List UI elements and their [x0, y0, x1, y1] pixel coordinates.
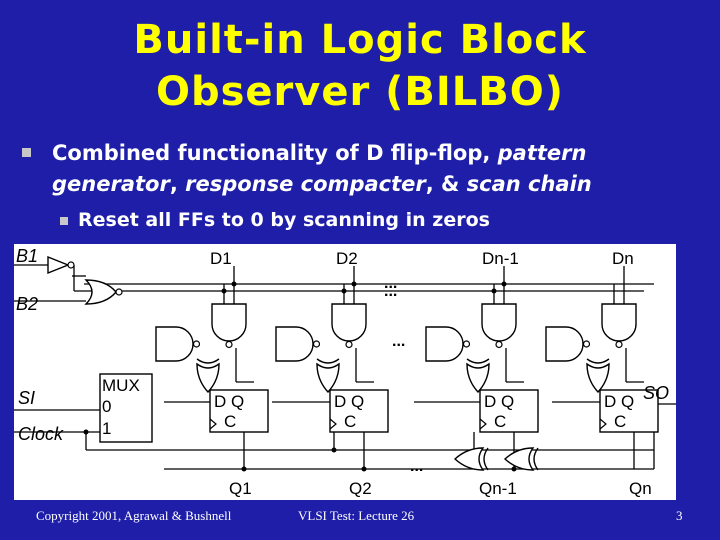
- feedback-xor-2-icon: [504, 447, 539, 471]
- label-qn: Qn: [629, 479, 652, 498]
- label-d2: D2: [336, 249, 358, 268]
- ff-c-1: C: [224, 412, 236, 431]
- label-dn: Dn: [612, 249, 634, 268]
- label-b1: B1: [16, 246, 38, 266]
- label-clock: Clock: [18, 424, 64, 444]
- stage-n: Dn D Q C Qn: [545, 249, 659, 498]
- bullet-text-c: , &: [425, 172, 467, 196]
- bullet-text-a: Combined functionality of D flip-flop,: [52, 141, 498, 165]
- ff-dq-n: D Q: [604, 392, 634, 411]
- mux-input-0: 0: [102, 397, 111, 416]
- ff-c-n: C: [614, 412, 626, 431]
- label-dn-1: Dn-1: [482, 249, 519, 268]
- ff-dq-2: D Q: [334, 392, 364, 411]
- feedback-xor-1-icon: [454, 447, 489, 471]
- footer-copyright: Copyright 2001, Agrawal & Bushnell: [36, 508, 232, 523]
- sub-bullet-text: Reset all FFs to 0 by scanning in zeros: [78, 209, 490, 231]
- sub-bullet-square-icon: [60, 216, 68, 225]
- mux-box: [99, 373, 153, 443]
- ff-dq-1: D Q: [214, 392, 244, 411]
- title-line-1: Built-in Logic Block: [133, 17, 587, 63]
- stage-1: D1 D Q C Q1: [155, 249, 269, 498]
- stage-n-1: Dn-1 D Q C Qn-1: [414, 249, 539, 498]
- ellipsis-4: ...: [410, 458, 423, 475]
- label-si: SI: [18, 388, 35, 408]
- footer-course: VLSI Test: Lecture 26: [298, 508, 415, 523]
- bullet-em-scan-chain: scan chain: [466, 172, 592, 196]
- bullet-text: Combined functionality of D flip-flop, p…: [52, 138, 702, 200]
- bilbo-circuit-diagram: MUX 0 1 D1 D Q C Q1: [14, 244, 676, 500]
- ellipsis-1: ...: [384, 275, 397, 292]
- title-line-2: Observer (BILBO): [155, 69, 565, 115]
- label-q2: Q2: [349, 479, 372, 498]
- ff-c-n-1: C: [494, 412, 506, 431]
- bullet-em-response-compacter: response compacter: [185, 172, 426, 196]
- ff-c-2: C: [344, 412, 356, 431]
- bullet-square-icon: [22, 148, 31, 157]
- label-so: SO: [643, 383, 669, 403]
- bullet-text-b: ,: [169, 172, 186, 196]
- label-q1: Q1: [229, 479, 252, 498]
- ff-dq-n-1: D Q: [484, 392, 514, 411]
- sub-bullet: Reset all FFs to 0 by scanning in zeros: [60, 206, 490, 234]
- ellipsis-2: ...: [384, 283, 397, 300]
- bullet-em-pattern-generator: pattern generator: [52, 141, 587, 196]
- ellipsis-3: ...: [392, 333, 405, 350]
- mux-input-1: 1: [102, 419, 111, 438]
- label-d1: D1: [210, 249, 232, 268]
- label-qn-1: Qn-1: [479, 479, 517, 498]
- junction-dots: [83, 281, 517, 472]
- mux-title: MUX: [102, 376, 140, 395]
- slide-title: Built-in Logic Block Observer (BILBO): [0, 14, 720, 118]
- label-b2: B2: [16, 294, 38, 314]
- stage-2: D2 D Q C Q2: [272, 249, 389, 498]
- footer-page-number: 3: [676, 508, 683, 523]
- buffer-icon: [47, 255, 70, 275]
- circuit-svg: MUX 0 1 D1 D Q C Q1: [14, 246, 676, 498]
